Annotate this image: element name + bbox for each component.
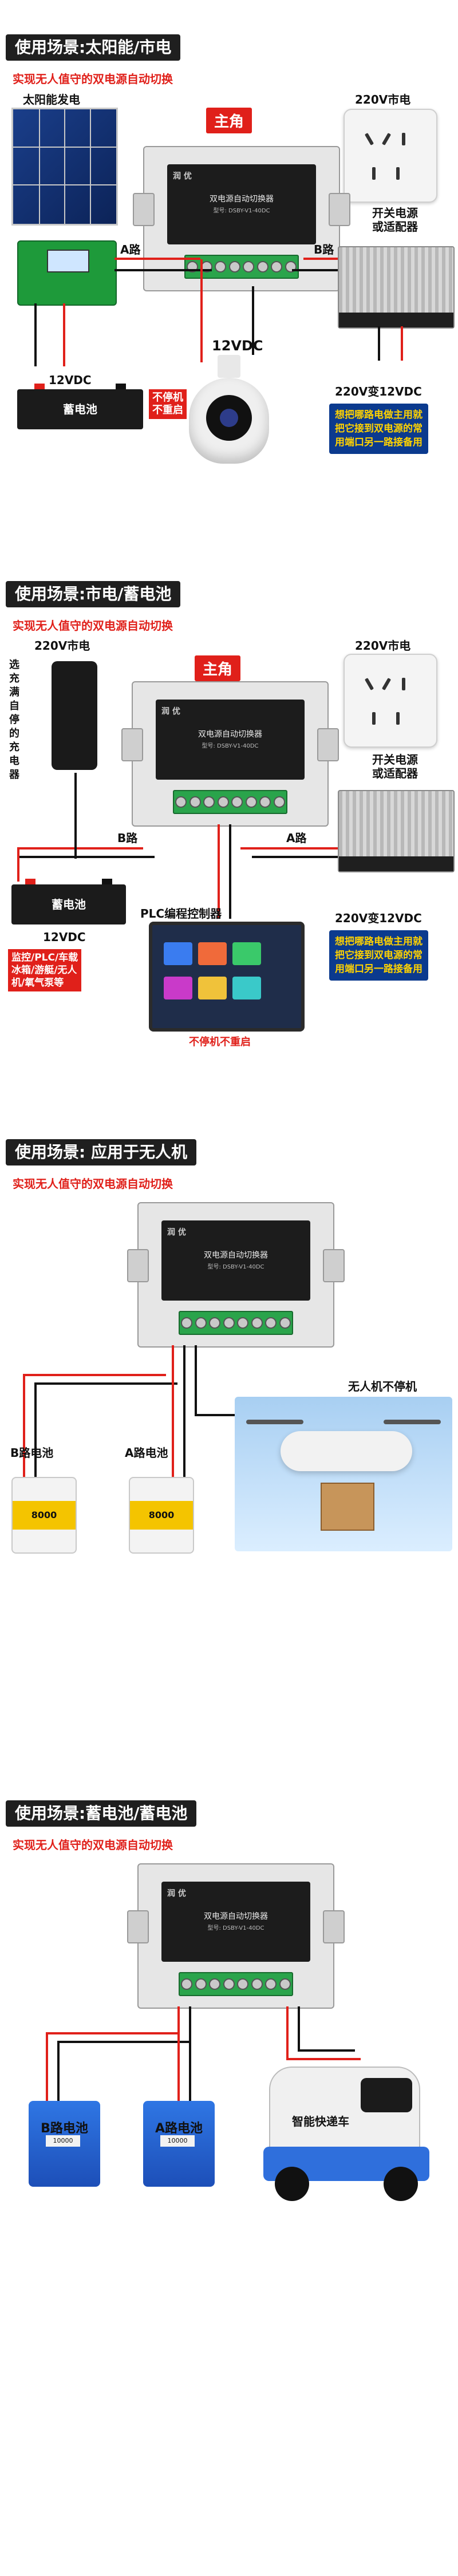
dual-power-switch-device: 润 优 双电源自动切换器 型号: DSBY-V1-40DC (127, 1863, 345, 2009)
path-a-label: A路 (120, 243, 141, 256)
delivery-vehicle-image: 智能快递车 (252, 2055, 441, 2204)
solar-label: 太阳能发电 (23, 93, 80, 106)
a-lipo-battery-image: 8000 (129, 1477, 194, 1554)
solar-panel-image (11, 108, 118, 226)
usage-note: 想把哪路电做主用就 把它接到双电源的常 用端口另一路接备用 (329, 404, 428, 454)
section-title: 使用场景:蓄电池/蓄电池 (6, 1800, 197, 1827)
device-model: 型号: DSBY-V1-40DC (202, 743, 259, 749)
camera-voltage-label: 12VDC (212, 338, 263, 354)
lipo-text: 8000 (148, 1510, 175, 1520)
charger-image (52, 661, 97, 770)
charger-label: 选充满自停的充电器 (9, 659, 19, 781)
battery-chip-text: 10000 (160, 2135, 195, 2147)
device-model: 型号: DSBY-V1-40DC (213, 208, 270, 214)
solar-controller-image (17, 240, 117, 306)
section-battery-battery: 使用场景:蓄电池/蓄电池 实现无人值守的双电源自动切换 润 优 双电源自动切换器… (0, 1735, 458, 2576)
terminal-block (173, 790, 287, 814)
section-subtitle: 实现无人值守的双电源自动切换 (13, 1177, 173, 1191)
main-role-badge: 主角 (206, 108, 252, 133)
b-battery-label: B路电池 (10, 1446, 54, 1460)
b-blue-battery-image: B路电池 10000 (29, 2101, 100, 2187)
plc-label: PLC编程控制器 (140, 907, 222, 920)
device-brand: 润 优 (173, 172, 192, 181)
dual-power-switch-device: 润 优 双电源自动切换器 型号: DSBY-V1-40DC (121, 681, 339, 827)
device-brand: 润 优 (161, 707, 180, 716)
terminal-block (184, 255, 299, 279)
usage-badge: 监控/PLC/车载 冰箱/游艇/无人 机/氧气泵等 (8, 949, 82, 991)
dual-power-switch-device: 润 优 双电源自动切换器 型号: DSBY-V1-40DC (133, 146, 350, 291)
battery-label: 蓄电池 (63, 402, 97, 416)
drone-image (235, 1397, 452, 1551)
no-stop-label: 不停机不重启 (189, 1036, 251, 1048)
mains-left-label: 220V市电 (34, 639, 90, 653)
device-model: 型号: DSBY-V1-40DC (207, 1264, 264, 1270)
no-stop-badge: 不停机 不重启 (149, 389, 187, 419)
device-title: 双电源自动切换器 (204, 1912, 268, 1921)
section-title: 使用场景:市电/蓄电池 (6, 581, 181, 607)
convert-label: 220V变12VDC (335, 385, 422, 398)
vehicle-label: 智能快递车 (292, 2115, 349, 2128)
path-a-label: A路 (286, 831, 307, 845)
drone-label: 无人机不停机 (348, 1380, 417, 1393)
device-title: 双电源自动切换器 (210, 195, 274, 204)
plc-controller-image (149, 922, 305, 1032)
dual-power-switch-device: 润 优 双电源自动切换器 型号: DSBY-V1-40DC (127, 1202, 345, 1348)
device-model: 型号: DSBY-V1-40DC (207, 1925, 264, 1931)
path-b-label: B路 (314, 243, 334, 256)
dome-camera-image (189, 355, 269, 464)
convert-label: 220V变12VDC (335, 911, 422, 925)
mains-label: 220V市电 (355, 93, 411, 106)
battery-label: 蓄电池 (52, 898, 86, 911)
switch-psu-label: 开关电源 或适配器 (372, 753, 418, 780)
section-subtitle: 实现无人值守的双电源自动切换 (13, 619, 173, 633)
main-role-badge: 主角 (195, 655, 241, 681)
wall-socket-image (344, 109, 437, 203)
section-solar-mains: 使用场景:太阳能/市电 实现无人值守的双电源自动切换 太阳能发电 主角 220V… (0, 0, 458, 504)
device-title: 双电源自动切换器 (204, 1251, 268, 1260)
battery-voltage-label: 12VDC (43, 930, 86, 944)
battery-image: 蓄电池 (17, 384, 143, 429)
section-title: 使用场景:太阳能/市电 (6, 34, 181, 61)
section-subtitle: 实现无人值守的双电源自动切换 (13, 72, 173, 86)
path-b-label: B路 (117, 831, 138, 845)
wall-socket-image (344, 654, 437, 748)
section-title: 使用场景: 应用于无人机 (6, 1139, 196, 1165)
usage-note: 想把哪路电做主用就 把它接到双电源的常 用端口另一路接备用 (329, 930, 428, 981)
terminal-block (179, 1311, 293, 1335)
device-brand: 润 优 (167, 1228, 186, 1237)
switch-psu-image (338, 790, 455, 872)
device-brand: 润 优 (167, 1889, 186, 1898)
switch-psu-image (338, 246, 455, 329)
b-lipo-battery-image: 8000 (11, 1477, 77, 1554)
b-battery-label: B路电池 (41, 2121, 88, 2136)
a-battery-label: A路电池 (125, 1446, 168, 1460)
section-drone: 使用场景: 应用于无人机 实现无人值守的双电源自动切换 润 优 双电源自动切换器… (0, 1076, 458, 1735)
battery-voltage-label: 12VDC (49, 373, 92, 387)
a-blue-battery-image: A路电池 10000 (143, 2101, 215, 2187)
section-subtitle: 实现无人值守的双电源自动切换 (13, 1838, 173, 1852)
terminal-block (179, 1972, 293, 1996)
switch-psu-label: 开关电源 或适配器 (372, 206, 418, 234)
section-mains-battery: 使用场景:市电/蓄电池 实现无人值守的双电源自动切换 220V市电 选充满自停的… (0, 504, 458, 1076)
device-title: 双电源自动切换器 (198, 730, 262, 739)
lipo-text: 8000 (31, 1510, 57, 1520)
battery-chip-text: 10000 (46, 2135, 80, 2147)
a-battery-label: A路电池 (155, 2121, 203, 2136)
mains-right-label: 220V市电 (355, 639, 411, 653)
battery-image: 蓄电池 (11, 879, 126, 924)
